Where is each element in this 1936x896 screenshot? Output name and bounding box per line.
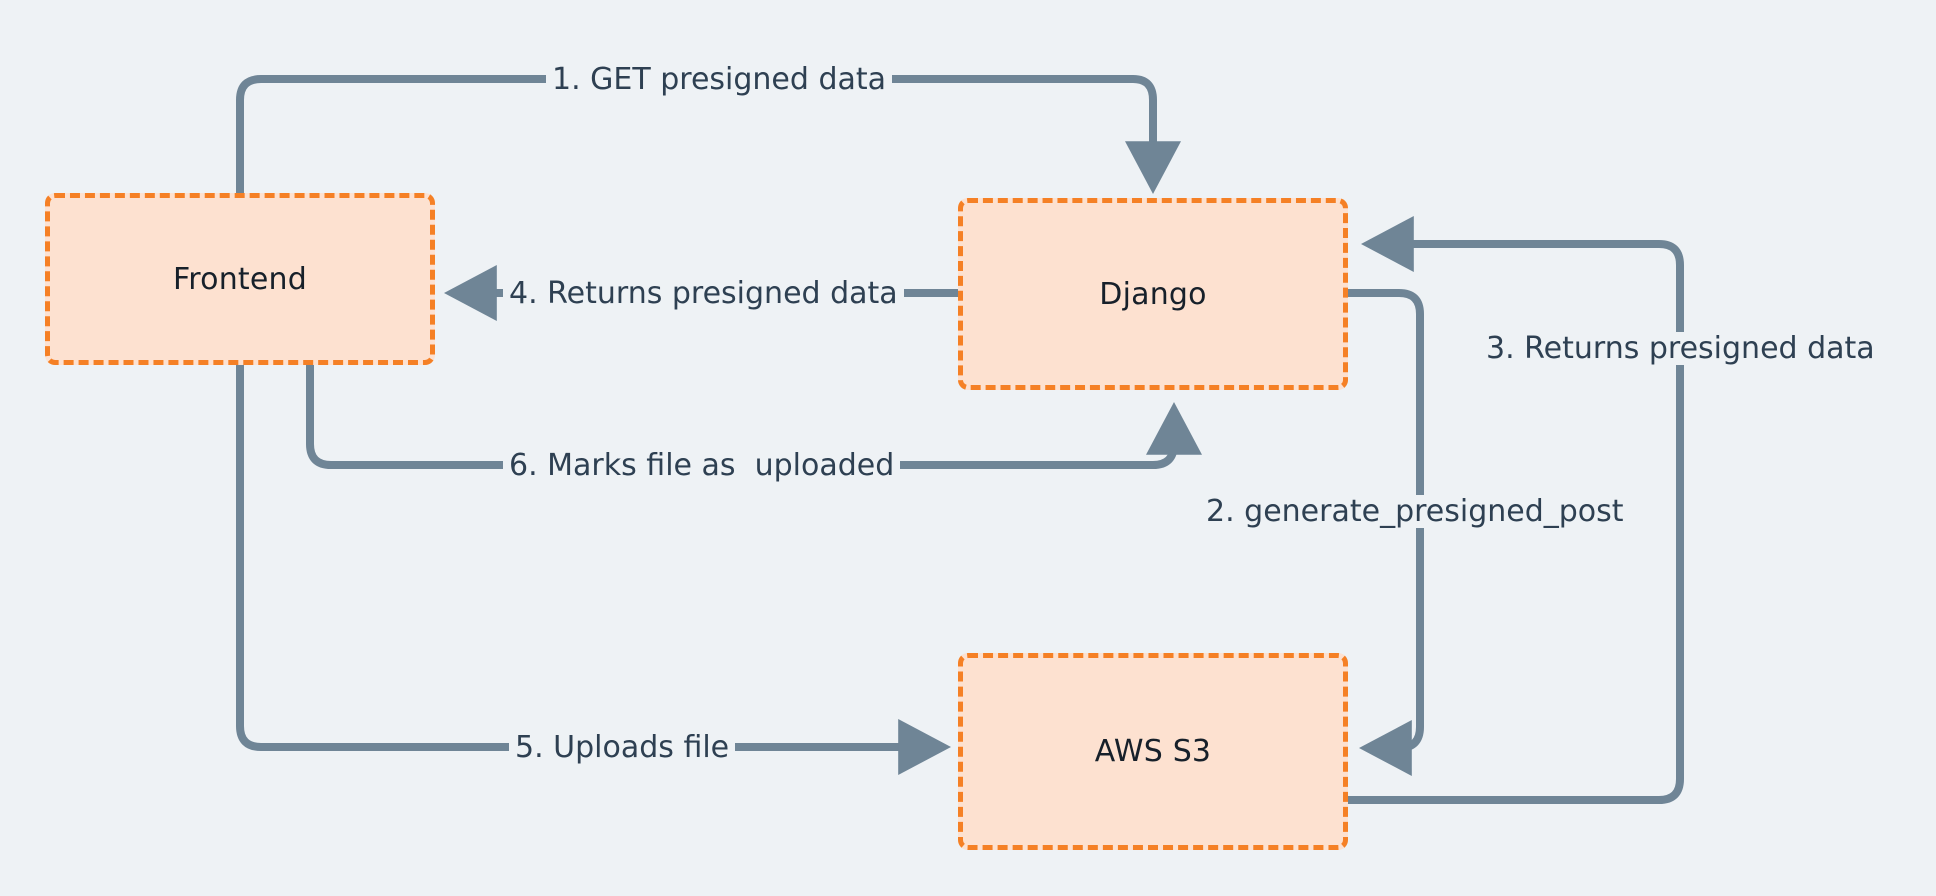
node-aws-s3-label: AWS S3: [1094, 734, 1212, 769]
node-aws-s3[interactable]: AWS S3: [958, 653, 1348, 850]
edge-label-6: 6. Marks file as uploaded: [503, 449, 901, 482]
edge-label-4: 4. Returns presigned data: [503, 277, 904, 310]
edge-label-3: 3. Returns presigned data: [1480, 332, 1881, 365]
edge-label-2: 2. generate_presigned_post: [1200, 495, 1630, 528]
node-django[interactable]: Django: [958, 198, 1348, 390]
edge-5-path: [236, 361, 952, 775]
node-frontend[interactable]: Frontend: [45, 193, 435, 365]
node-frontend-label: Frontend: [173, 261, 307, 297]
edge-3-path: [1344, 216, 1684, 804]
node-django-label: Django: [1099, 276, 1207, 312]
edge-label-1: 1. GET presigned data: [546, 63, 893, 96]
edge-label-5: 5. Uploads file: [509, 731, 736, 764]
